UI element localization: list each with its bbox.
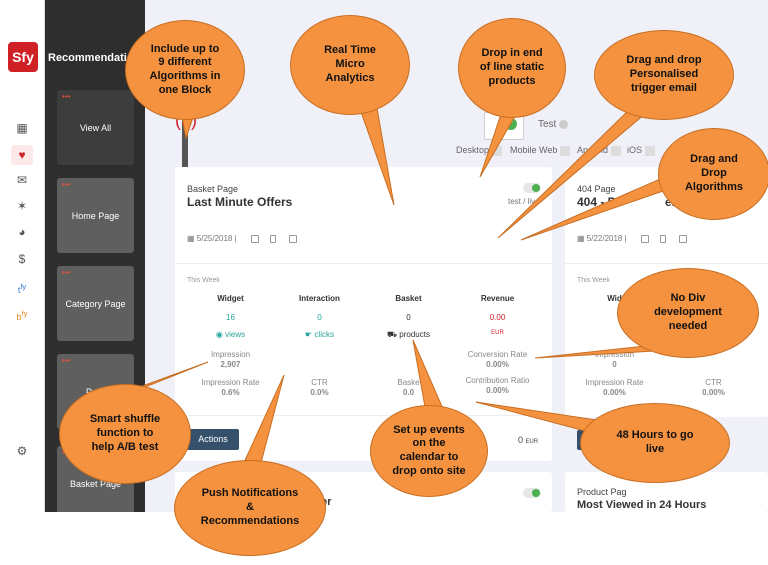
- clicks-link[interactable]: ☛ clicks: [305, 330, 334, 339]
- callout-48-hours: 48 Hours to go live: [580, 403, 730, 483]
- impression-label: Impression: [594, 350, 635, 359]
- status-toggle[interactable]: [523, 488, 541, 498]
- divider: [565, 263, 768, 264]
- live-radio[interactable]: [618, 120, 627, 129]
- impression-label: Impression: [210, 350, 251, 359]
- views-link[interactable]: ◉ views: [215, 330, 246, 339]
- card-date: ▦ 5/25/2018 |: [187, 234, 237, 243]
- card-page-type: 404 Page: [577, 184, 616, 194]
- products-link[interactable]: ⛟ products: [387, 330, 430, 339]
- actions-button[interactable]: Actions: [187, 429, 239, 450]
- tfy-icon[interactable]: tfy: [17, 282, 27, 295]
- col-head-interaction: Interaction: [299, 294, 340, 303]
- status-label: test / live: [508, 197, 540, 206]
- conversion-rate-label: Conversion Rate: [467, 350, 528, 359]
- desktop-icon: [641, 235, 649, 243]
- impression-value: 0: [612, 360, 617, 369]
- col-head-revenue: Revenue: [480, 294, 515, 303]
- col-head-basket: Basket: [395, 294, 422, 303]
- callout-trigger-email: Drag and drop Personalised trigger email: [594, 30, 734, 120]
- callout-real-time-analytics: Real Time Micro Analytics: [290, 15, 410, 115]
- segmentify-logo[interactable]: Sfy: [8, 42, 38, 72]
- impression-rate-label: Impression Rate: [201, 378, 260, 387]
- conversion-rate-value: 0.00%: [486, 360, 509, 369]
- icon-rail: Sfy ▦ ♥ ✉ ✶ ◕ $ tfy bfy ⚙: [0, 0, 45, 512]
- hand-icon: ☛: [305, 330, 315, 339]
- tile-category-page[interactable]: •••Category Page: [57, 266, 134, 341]
- desktop-icon: [251, 235, 259, 243]
- contribution-ratio-value: 0.00%: [486, 386, 509, 395]
- mobile-icon: [660, 235, 666, 243]
- this-week-label: This Week: [187, 277, 220, 284]
- sidebar-title: Recommendati: [48, 52, 127, 64]
- filter-android[interactable]: Android: [577, 145, 622, 156]
- dollar-icon[interactable]: $: [18, 252, 26, 266]
- basket-rate-label: Baske: [397, 378, 420, 387]
- card-campaign-name: Last Minute Offers: [187, 195, 293, 209]
- card-campaign-name: 404 - P: [577, 195, 616, 209]
- mobile-icon: [270, 235, 276, 243]
- divider: [175, 263, 552, 264]
- ctr-value: 0.00%: [702, 388, 725, 397]
- grid-icon[interactable]: ▦: [16, 121, 28, 135]
- filter-desktop[interactable]: Desktop: [456, 145, 503, 156]
- callout-smart-shuffle: Smart shuffle function to help A/B test: [59, 384, 191, 484]
- interaction-value: 0: [317, 313, 322, 322]
- cart-icon: ⛟: [387, 330, 400, 339]
- card-campaign-name: Most Viewed in 24 Hours: [577, 499, 707, 511]
- callout-no-div-development: No Div development needed: [617, 268, 759, 358]
- contribution-ratio-label: Contribution Ratio: [465, 376, 530, 385]
- basket-rate-value: 0.0: [402, 388, 415, 397]
- impression-rate-value: 0.6%: [221, 388, 240, 397]
- callout-drag-drop-algorithms: Drag and Drop Algorithms: [658, 128, 768, 220]
- campaign-card-last-minute-offers[interactable]: Basket Page Last Minute Offers test / li…: [175, 167, 552, 461]
- filter-mobile-web[interactable]: Mobile Web: [510, 145, 571, 156]
- revenue-currency: EUR: [491, 330, 504, 336]
- widget-value: 16: [226, 313, 235, 322]
- col-head-widget: Wid: [607, 294, 622, 303]
- impression-rate-value: 0.00%: [603, 388, 626, 397]
- card-page-type: Basket Page: [187, 184, 239, 194]
- callout-push-notifications: Push Notifications & Recommendations: [174, 460, 326, 556]
- gear-icon[interactable]: ⚙: [16, 444, 28, 458]
- card-date: ▦ 5/22/2018 |: [577, 234, 627, 243]
- tablet-icon: [679, 235, 687, 243]
- ctr-label: CTR: [705, 378, 722, 387]
- this-week-label: This Week: [577, 277, 610, 284]
- col-head-widget: Widget: [217, 294, 244, 303]
- test-label: Test: [538, 119, 557, 130]
- status-toggle[interactable]: [523, 183, 541, 193]
- magic-icon[interactable]: ✶: [16, 199, 28, 213]
- card-page-type: Product Pag: [577, 487, 627, 497]
- callout-end-of-line-products: Drop in end of line static products: [458, 18, 566, 118]
- callout-include-algorithms: Include up to 9 different Algorithms in …: [125, 20, 245, 120]
- bfy-icon[interactable]: bfy: [16, 309, 28, 322]
- divider: [175, 415, 552, 416]
- filter-ios[interactable]: iOS: [627, 145, 656, 156]
- pie-icon[interactable]: ◕: [18, 225, 26, 239]
- impression-rate-label: Impression Rate: [585, 378, 644, 387]
- check-icon: ✓: [505, 118, 517, 130]
- calendar-icon: ▦: [187, 234, 197, 243]
- card-footer-revenue: 0 EUR: [518, 435, 539, 445]
- tablet-icon: [289, 235, 297, 243]
- eye-icon: ◉: [215, 330, 226, 339]
- impression-value: 2,907: [220, 360, 241, 369]
- tile-home-page[interactable]: •••Home Page: [57, 178, 134, 253]
- basket-value: 0: [406, 313, 411, 322]
- heart-icon[interactable]: ♥: [11, 145, 33, 165]
- test-radio[interactable]: [559, 120, 568, 129]
- callout-calendar-events: Set up events on the calendar to drop on…: [370, 405, 488, 497]
- calendar-icon: ▦: [577, 234, 587, 243]
- mail-icon[interactable]: ✉: [16, 173, 28, 187]
- ctr-label: CTR: [311, 378, 328, 387]
- ctr-value: 0.0%: [310, 388, 329, 397]
- tile-view-all[interactable]: •••View All: [57, 90, 134, 165]
- revenue-value: 0.00: [489, 313, 506, 322]
